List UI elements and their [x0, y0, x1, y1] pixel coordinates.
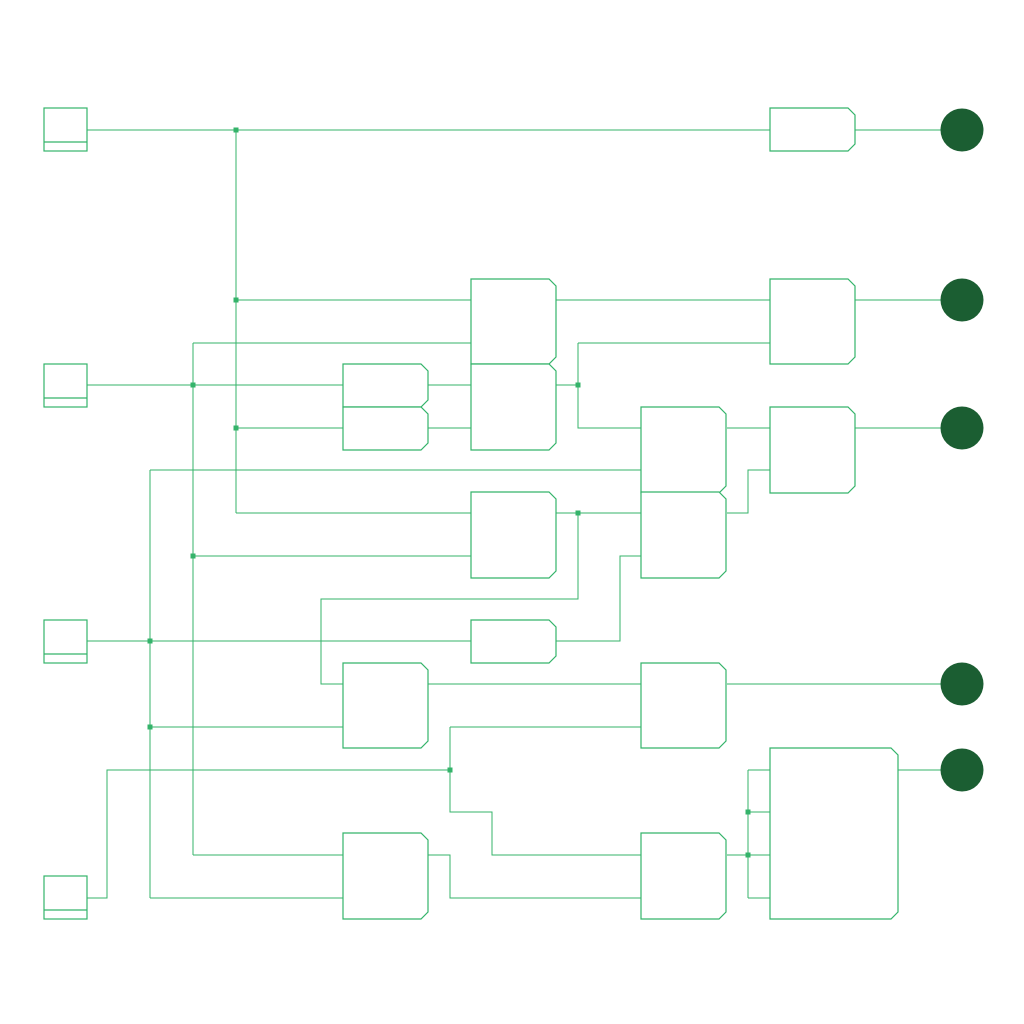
- logic-gate-g-a: [769, 107, 856, 152]
- junction-dot-11: [745, 809, 751, 815]
- logic-gate-g-p: [769, 747, 899, 920]
- output-lamp-out2: [940, 406, 984, 450]
- wire-28: [449, 727, 641, 856]
- logic-gate-g-k: [470, 619, 557, 664]
- logic-gate-g-n: [342, 832, 429, 920]
- junction-dot-10: [447, 767, 453, 773]
- logic-gate-g-m: [640, 662, 727, 749]
- logic-gate-g-g: [640, 406, 727, 494]
- input-switch-body: [43, 107, 88, 152]
- output-lamp-out0: [940, 108, 984, 152]
- wire-22: [577, 343, 641, 429]
- wire-31: [727, 469, 770, 514]
- junction-dot-7: [190, 553, 196, 559]
- input-switch-in1: [43, 363, 88, 408]
- junction-dot-5: [575, 382, 581, 388]
- input-switch-body: [43, 875, 88, 920]
- logic-gate-g-i: [470, 491, 557, 579]
- input-switch-body: [43, 363, 88, 408]
- junction-dot-6: [575, 510, 581, 516]
- gates-layer: [342, 107, 899, 920]
- junction-dot-9: [147, 724, 153, 730]
- wire-29: [428, 854, 641, 899]
- junction-dot-8: [147, 638, 153, 644]
- output-lamp-out4: [940, 748, 984, 792]
- wire-24: [320, 513, 579, 685]
- junction-dot-2: [233, 297, 239, 303]
- junction-dot-1: [233, 127, 239, 133]
- input-switch-body: [43, 619, 88, 664]
- input-switch-in3: [43, 875, 88, 920]
- logic-gate-g-f: [470, 363, 557, 451]
- input-switch-in2: [43, 619, 88, 664]
- logic-gate-g-l: [342, 662, 429, 749]
- wire-16: [87, 769, 450, 899]
- logic-gate-g-h: [769, 406, 856, 494]
- output-lamp-out1: [940, 278, 984, 322]
- logic-gate-g-d: [342, 363, 429, 408]
- logic-gate-g-e: [342, 406, 429, 451]
- junction-dot-3: [190, 382, 196, 388]
- io-layer: [43, 107, 984, 920]
- output-lamp-out3: [940, 662, 984, 706]
- logic-gate-g-b: [470, 278, 557, 365]
- wire-25: [556, 555, 641, 642]
- junctions-layer: [147, 127, 751, 858]
- input-switch-in0: [43, 107, 88, 152]
- junction-dot-4: [233, 425, 239, 431]
- logic-gate-g-j: [640, 491, 727, 579]
- junction-dot-12: [745, 852, 751, 858]
- logic-gate-g-o: [640, 832, 727, 920]
- logic-gate-g-c: [769, 278, 856, 365]
